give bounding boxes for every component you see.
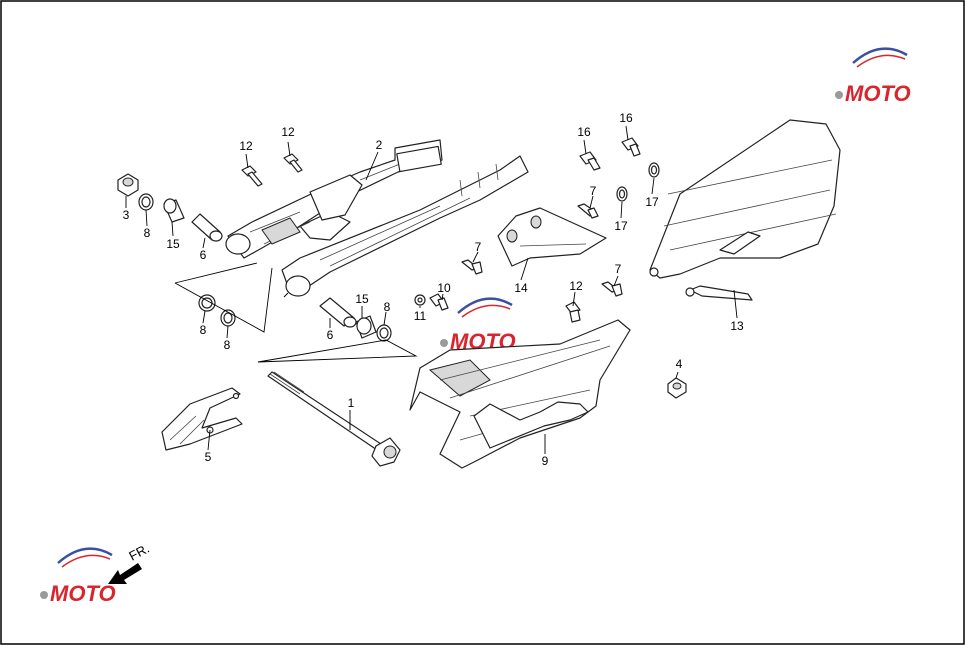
bolt-16-b bbox=[621, 137, 641, 157]
washer-17-a bbox=[616, 186, 628, 202]
callout-2: 2 bbox=[376, 138, 383, 152]
callout-8-middle: 8 bbox=[384, 300, 391, 314]
callout-16-a: 16 bbox=[577, 125, 591, 139]
leader-group-left bbox=[174, 262, 273, 333]
watermark-logo-center: MOTO bbox=[440, 297, 516, 354]
callout-labels: 1 2 3 4 5 6 6 7 7 7 8 8 8 8 9 10 11 12 1… bbox=[123, 111, 744, 468]
callout-12-middle: 12 bbox=[569, 279, 583, 293]
callout-12-top-a: 12 bbox=[239, 139, 253, 153]
callout-6-middle: 6 bbox=[327, 328, 334, 342]
callout-13: 13 bbox=[730, 319, 744, 333]
bolt-12-middle bbox=[565, 301, 581, 323]
collar-top-left bbox=[191, 213, 223, 242]
callout-3: 3 bbox=[123, 208, 130, 222]
chain-guard bbox=[497, 207, 607, 267]
pivot-nut bbox=[117, 173, 139, 197]
bushing-top-left bbox=[163, 198, 185, 223]
washer-middle bbox=[376, 324, 392, 342]
chain-slider bbox=[161, 387, 243, 451]
bushing-middle bbox=[355, 315, 377, 339]
callout-12-top-b: 12 bbox=[281, 125, 295, 139]
front-direction-label: FR. bbox=[126, 541, 152, 564]
collar-middle bbox=[319, 297, 357, 328]
watermark-text: MOTO bbox=[845, 81, 911, 106]
grab-rail bbox=[649, 119, 841, 301]
washer-top-left bbox=[138, 193, 154, 211]
callout-15-middle: 15 bbox=[355, 292, 369, 306]
callout-9: 9 bbox=[542, 454, 549, 468]
callout-5: 5 bbox=[205, 450, 212, 464]
callout-6-top: 6 bbox=[200, 248, 207, 262]
washer-11 bbox=[414, 294, 426, 306]
callout-15-top: 15 bbox=[166, 237, 180, 251]
front-direction-indicator: FR. bbox=[108, 541, 152, 584]
callout-17-b: 17 bbox=[645, 195, 659, 209]
callout-7-a: 7 bbox=[590, 184, 597, 198]
callout-17-a: 17 bbox=[614, 219, 628, 233]
bolt-7-a bbox=[577, 203, 599, 219]
callout-14: 14 bbox=[514, 281, 528, 295]
watermark-text: MOTO bbox=[50, 581, 116, 606]
nut-4 bbox=[667, 377, 687, 399]
callout-7-b: 7 bbox=[475, 240, 482, 254]
bolt-top-a bbox=[241, 165, 263, 187]
bolt-16-a bbox=[579, 151, 601, 171]
callout-1: 1 bbox=[348, 396, 355, 410]
callout-8-top-left: 8 bbox=[144, 226, 151, 240]
swing-arm bbox=[225, 139, 529, 298]
washer-17-b bbox=[648, 162, 660, 178]
callout-8-mid-left-b: 8 bbox=[224, 338, 231, 352]
watermark-logo-bottom-left: MOTO bbox=[40, 547, 116, 606]
rear-fender-cover bbox=[409, 319, 631, 469]
callout-7-c: 7 bbox=[615, 262, 622, 276]
watermark-logo-top-right: MOTO bbox=[835, 47, 911, 106]
pivot-bolt bbox=[267, 371, 401, 467]
bolt-top-b bbox=[283, 153, 303, 173]
callout-8-mid-left-a: 8 bbox=[200, 323, 207, 337]
leader-group-middle bbox=[257, 339, 418, 363]
callout-11: 11 bbox=[414, 309, 427, 323]
bolt-7-b bbox=[461, 259, 483, 275]
front-arrow-icon bbox=[108, 563, 142, 584]
callout-16-b: 16 bbox=[619, 111, 633, 125]
callout-10: 10 bbox=[437, 281, 451, 295]
callout-4: 4 bbox=[676, 357, 683, 371]
washer-mid-left-a bbox=[198, 294, 216, 312]
bolt-7-c bbox=[601, 281, 623, 297]
bolt-10 bbox=[429, 293, 449, 311]
leader-lines bbox=[125, 125, 738, 454]
